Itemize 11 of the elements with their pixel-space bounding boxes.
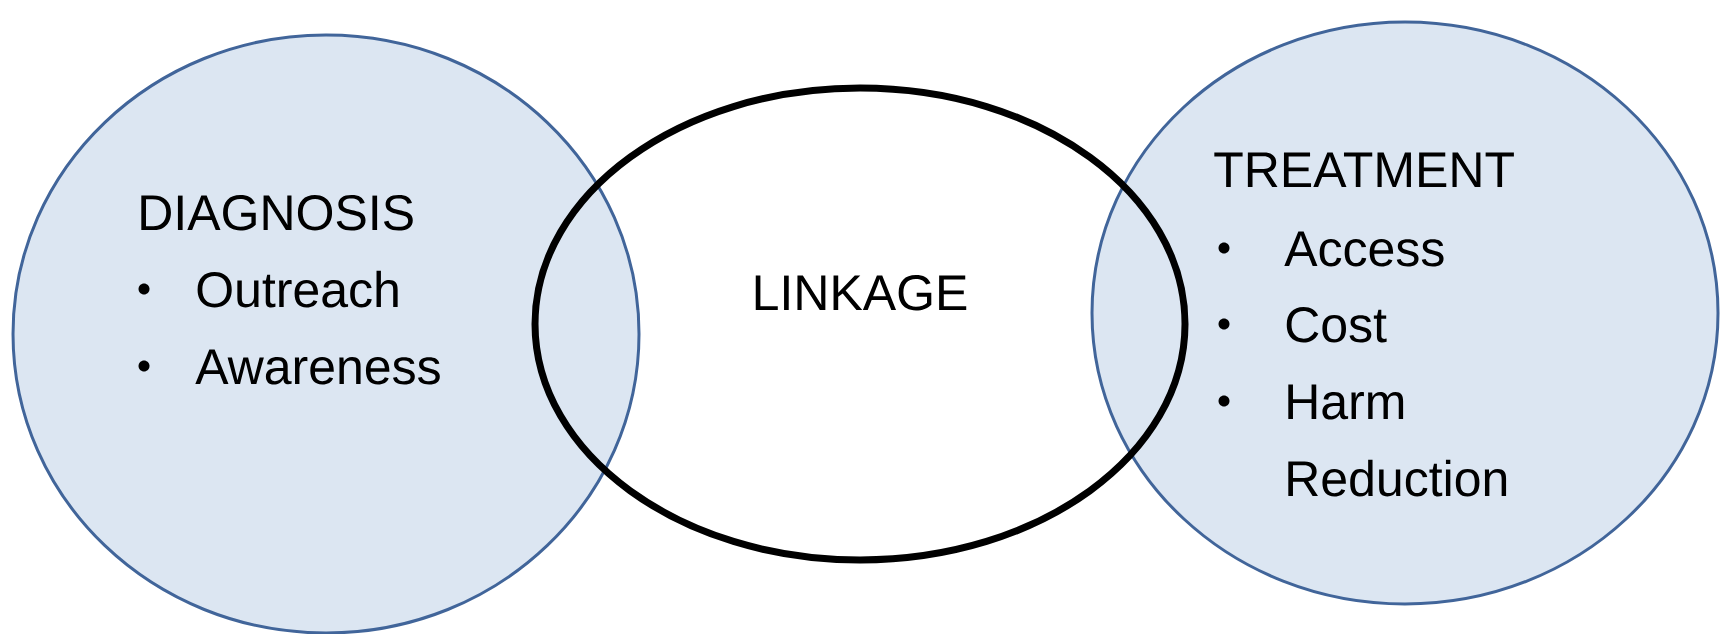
list-item: Cost: [1286, 307, 1387, 343]
heading: TREATMENT: [1214, 152, 1514, 187]
ellipse: [1090, 20, 1720, 606]
list-item: Access: [1284, 231, 1444, 267]
list-item: Outreach: [197, 270, 398, 308]
list-item: Awareness: [195, 349, 440, 385]
ellipse: [11, 33, 641, 634]
heading: DIAGNOSIS: [141, 195, 413, 231]
heading: LINKAGE: [755, 275, 967, 311]
ellipse: [531, 84, 1189, 564]
list-item: Harm Reduction: [1288, 384, 1507, 497]
